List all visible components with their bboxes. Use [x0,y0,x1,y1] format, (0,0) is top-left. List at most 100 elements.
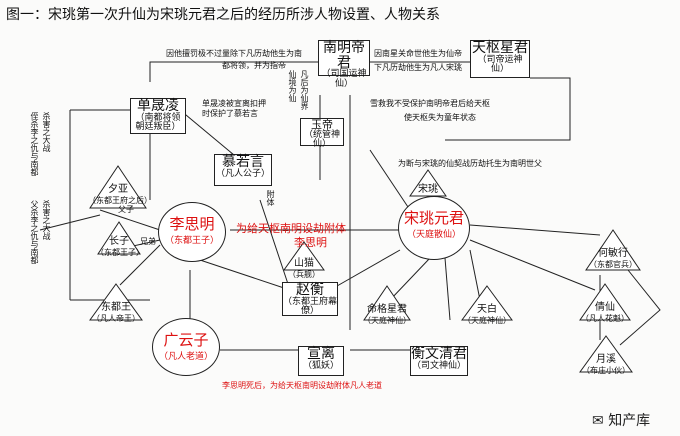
triangle-icon [97,221,141,255]
label-fuji: 附体 [266,190,275,206]
node-qingshan-name: 倩仙 [595,302,615,313]
chat-bubble-icon: ✉ [592,413,604,429]
triangle-icon [363,285,411,321]
node-qingshan: 倩仙 （凡人花魁） [578,282,632,324]
node-dongdu-sub: （凡人帝王） [92,314,140,323]
triangle-icon [579,283,631,321]
line-song-hemin [469,224,601,236]
label-bottomred: 李思明死后，为给天枢南明设劫附体凡人老道 [222,381,382,390]
node-yuhou-name: 玉帝 [311,118,333,131]
line-ximu-li [99,209,161,231]
node-shanmao: 山猫 （兵舰） [282,240,326,280]
node-tianshu-sub: （司帝运神仙） [477,54,523,75]
watermark-text: 知产库 [608,413,651,429]
node-guangyunzi: 广云子 （凡人老道） [152,318,220,376]
node-murouyan-name: 慕若言 [222,154,264,170]
node-guangyunzi-name: 广云子 [163,331,209,349]
node-hengwen-name: 衡文清君 [411,346,467,362]
node-zhangzi-name: 长子 [109,236,129,247]
node-tianbai-name: 天白 [477,304,497,315]
node-tianbai: 天白 （天庭神仙） [460,284,514,326]
label-redmain2: 李思明 [294,236,327,249]
node-songyao-name: 宋珧元君 [403,209,464,227]
label-left1: 侄杀李之仇与南都 [30,112,39,176]
triangle-icon [461,285,513,321]
node-mingge-sub: （天庭神仙） [363,316,411,325]
node-hemin: 何敏行 （东都官兵） [584,228,642,271]
node-shanxianling: 单晟凌 （南都将领 朝廷叛臣） [130,98,186,134]
node-zhaoheng-name: 赵衡 [296,282,324,298]
node-yuhou: 玉帝 （统管神仙） [300,118,344,149]
line-song-mingge [389,257,431,301]
node-nanming: 南明帝君 （司国运神仙） [318,40,370,89]
node-xuanli: 宣离 （狐妖） [298,346,344,376]
label-mid1: 为断与宋珧的仙契战历劫托生为南明世父 [398,159,542,168]
node-tianshu: 天枢星君 （司帝运神仙） [470,40,530,78]
node-zhaoheng: 赵衡 （东都王府幕僚） [282,282,338,316]
diagram-title: 图一：宋珧第一次升仙为宋珧元君之后的经历所涉人物设置、人物关系 [6,7,440,23]
line-song-tianbai [469,249,481,301]
node-yuhou-sub: （统管神仙） [303,129,340,149]
node-murouyan: 慕若言 （凡人公子） [214,154,272,186]
node-xuanli-name: 宣离 [307,346,335,362]
line-tianshu-right [445,77,571,141]
label-top1: 因他擅罚极不过量除下凡历劫他生为南 [166,49,302,58]
label-redmain: 为给天枢南明设劫附体 [236,222,346,235]
node-lisiming-sub: （东都王子） [164,235,219,246]
line-mu-zhao [259,199,291,291]
node-zhangzi-sub: （东都王子） [96,248,144,257]
node-shanxianling-sub2: 朝廷叛臣） [135,122,181,133]
line-li-zhao [199,259,291,291]
node-tianshu-name: 天枢星君 [472,40,528,56]
node-nanming-name: 南明帝君 [323,40,365,71]
node-lisiming: 李思明 （东都王子） [158,202,226,262]
label-left2: 杀害之大战 [42,112,51,152]
triangle-icon [585,229,641,271]
label-fuzi: 父子 [118,205,134,214]
label-top3: 因南星关命世他生为仙帝 [374,49,462,58]
node-shanxian-name: 宋珧 [418,184,438,195]
label-eq: 雪救我不受保护南明帝君后给天枢 [370,99,490,108]
node-nanming-sub: （司国运神仙） [321,69,367,89]
line-song-heng [444,257,451,321]
line-shan-nanming [149,61,320,82]
label-xian: 仙境为仙 [288,70,297,102]
node-xuanli-sub: （狐妖） [302,360,339,371]
line-yu-song [369,149,411,211]
label-left4: 杀害之大战 [42,200,51,240]
node-shanmao-name: 山猫 [294,258,314,269]
line-dongdu-li [119,244,161,286]
watermark-logo: ✉ 知产库 [592,410,650,430]
node-yuexi: 月溪 （布庄小伙） [578,334,634,376]
node-murouyan-sub: （凡人公子） [215,168,270,179]
node-hengwen: 衡文清君 （司文神仙） [410,346,468,376]
triangle-icon [89,165,147,209]
node-yuexi-name: 月溪 [596,354,616,365]
node-mingge-name: 命格星君 [367,304,407,315]
node-ximu: 夕亚 （东都王府之后） [88,164,152,209]
node-shanmao-sub: （兵舰） [288,270,320,279]
node-lisiming-name: 李思明 [169,215,215,233]
triangle-icon [283,241,325,271]
node-dongdu-name: 东都王 [101,302,131,313]
node-hemin-name: 何敏行 [598,248,628,259]
node-yuexi-sub: （布庄小伙） [582,366,630,375]
node-shanxianling-name: 单晟凌 [137,98,179,114]
node-hengwen-sub: （司文神仙） [411,360,466,371]
line-right [619,259,661,346]
triangle-icon [579,335,633,373]
node-mingge: 命格星君 （天庭神仙） [362,284,412,326]
node-hemin-sub: （东都官兵） [589,260,637,269]
label-sl1: 单晟凌被宣离扣押 [202,99,266,108]
label-eq2: 使天枢失为童年状态 [404,113,476,122]
label-sl2: 时保护了慕若言 [202,109,258,118]
label-huang: 凡后为仙界 [300,70,309,110]
node-zhaoheng-sub: （东都王府幕僚） [283,296,338,317]
node-shanxianling-sub1: （南都将领 [135,112,181,123]
node-shanxian: 宋珧 [408,168,448,197]
node-qingshan-sub: （凡人花魁） [581,314,629,323]
triangle-icon [89,283,143,321]
node-ximu-sub: （东都王府之后） [88,196,152,205]
triangle-icon [409,169,447,197]
